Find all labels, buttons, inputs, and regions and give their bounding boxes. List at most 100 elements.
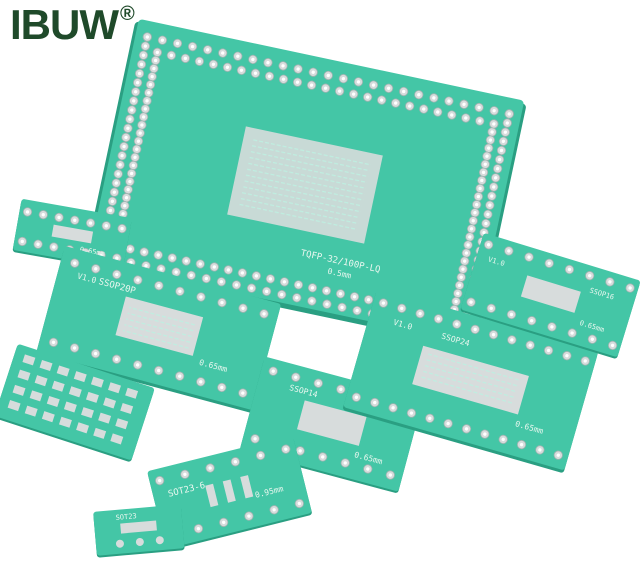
pad-hole [174,270,178,274]
pad-hole [409,411,414,415]
chip-pad [76,422,90,434]
chip-pad [120,402,134,415]
pad-hole [428,416,432,421]
pad-hole [120,226,124,231]
pad-hole [145,99,149,103]
pad-hole [476,194,481,199]
small-dip-board: 0.65mm [12,199,132,271]
pad-hole [145,35,150,39]
chip-pad [7,400,21,412]
pad-hole [131,163,136,168]
pad-hole [337,89,342,93]
pad-hole [128,117,132,121]
pad-hole [497,157,502,162]
pad-hole [282,280,287,284]
pad-hole [351,92,356,96]
pad-hole [483,432,487,436]
pad-hole [236,54,240,58]
pad-hole [225,65,230,69]
pad-hole [170,256,174,260]
pad-hole [140,123,144,127]
pad-hole [264,289,269,294]
pad-hole [436,110,440,114]
pad-hole [340,305,344,310]
pad-hole [155,50,160,55]
pad-hole [488,138,493,142]
pad-hole [528,343,532,347]
pad-hole [310,299,314,303]
pad-hole [135,363,140,367]
pad-hole [366,298,371,302]
pad-hole [271,369,275,373]
pad-hole [469,227,474,231]
pad-hole [132,99,136,103]
pad-hole [118,163,122,167]
pad-hole [474,202,479,207]
pad-hole [72,346,77,350]
pad-hole [159,267,163,271]
pad-hole [281,64,285,68]
chip-pad [51,380,65,392]
pad-hole [130,108,134,112]
pad-hole [183,472,187,477]
pad-hole [590,337,595,341]
pad-hole [478,186,482,191]
pad-hole [204,276,208,281]
pad-hole [309,83,314,87]
pad-hole [461,267,465,271]
pad-hole [152,66,156,71]
pad-hole [402,89,406,94]
pad-hole [143,44,148,48]
pad-hole [565,354,569,358]
pad-hole [354,395,359,399]
pad-hole [538,448,542,452]
pad-hole [123,204,127,208]
pad-hole [156,253,160,257]
chip-pad [58,416,72,428]
pad-hole [499,148,504,153]
chip-pad [103,397,117,409]
pad-hole [296,283,301,287]
chip-pad [110,433,124,445]
pad-hole [221,51,225,55]
pad-hole [268,277,273,281]
pad-hole [138,131,142,135]
pad-hole [88,221,93,225]
pad-hole [234,283,239,287]
pad-hole [280,292,284,297]
pad-hole [464,116,468,120]
pad-hole [455,322,459,326]
board-silk-label: SOT23 [115,512,137,522]
pad-hole [51,340,56,345]
chip-pad [73,371,87,383]
pad-hole [134,90,138,94]
pad-hole [254,274,259,278]
pad-hole [153,58,158,63]
pad-hole [226,268,231,272]
pad-hole [141,53,146,57]
chip-pad [24,405,38,417]
pad-hole [221,520,226,525]
pad-hole [178,374,182,378]
pad-hole [459,275,463,279]
chip-pad [29,390,43,402]
pad-hole [122,144,126,149]
pad-hole [296,67,300,71]
brand-name: IBUW [10,1,119,48]
pad-hole [233,460,238,464]
pad-hole [478,119,482,123]
pad-hole [365,95,370,99]
pad-hole [129,260,133,265]
pad-hole [198,262,202,266]
pad-hole [567,267,572,272]
pad-hole [450,113,454,117]
pad-hole [211,62,216,67]
pad-hole [480,178,484,183]
pad-hole [298,449,302,453]
pad-hole [241,306,245,310]
pad-hole [588,273,592,278]
pad-hole [183,56,188,61]
pad-hole [120,153,124,158]
pad-hole [469,300,473,304]
